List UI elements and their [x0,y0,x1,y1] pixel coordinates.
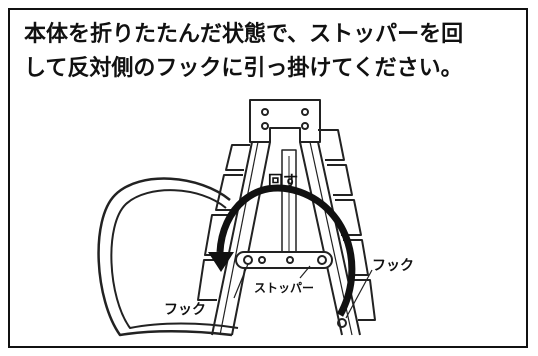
instruction-text: 本体を折りたたんだ状態で、ストッパーを回 して反対側のフックに引っ掛けてください… [24,18,514,86]
instruction-line-1: 本体を折りたたんだ状態で、ストッパーを回 [24,22,464,47]
rotate-arrowhead [208,252,234,272]
left-leg [211,141,271,336]
label-stopper: ストッパー [254,281,314,295]
hook-right-ring [337,318,347,328]
stopper-bar [235,251,333,269]
label-hook-left: フック [164,302,206,318]
leader-stopper [299,265,311,279]
right-leg [299,141,361,336]
label-hook-right: フック [372,258,414,274]
handle-loop [97,177,233,337]
leader-hook-left [233,263,249,299]
instruction-line-2: して反対側のフックに引っ掛けてください。 [24,56,463,81]
rotate-arrow [216,184,356,317]
top-bracket [249,99,321,143]
leader-hook-right [345,269,373,319]
label-rotate: 回す [268,172,298,190]
diagram-frame [8,8,528,348]
